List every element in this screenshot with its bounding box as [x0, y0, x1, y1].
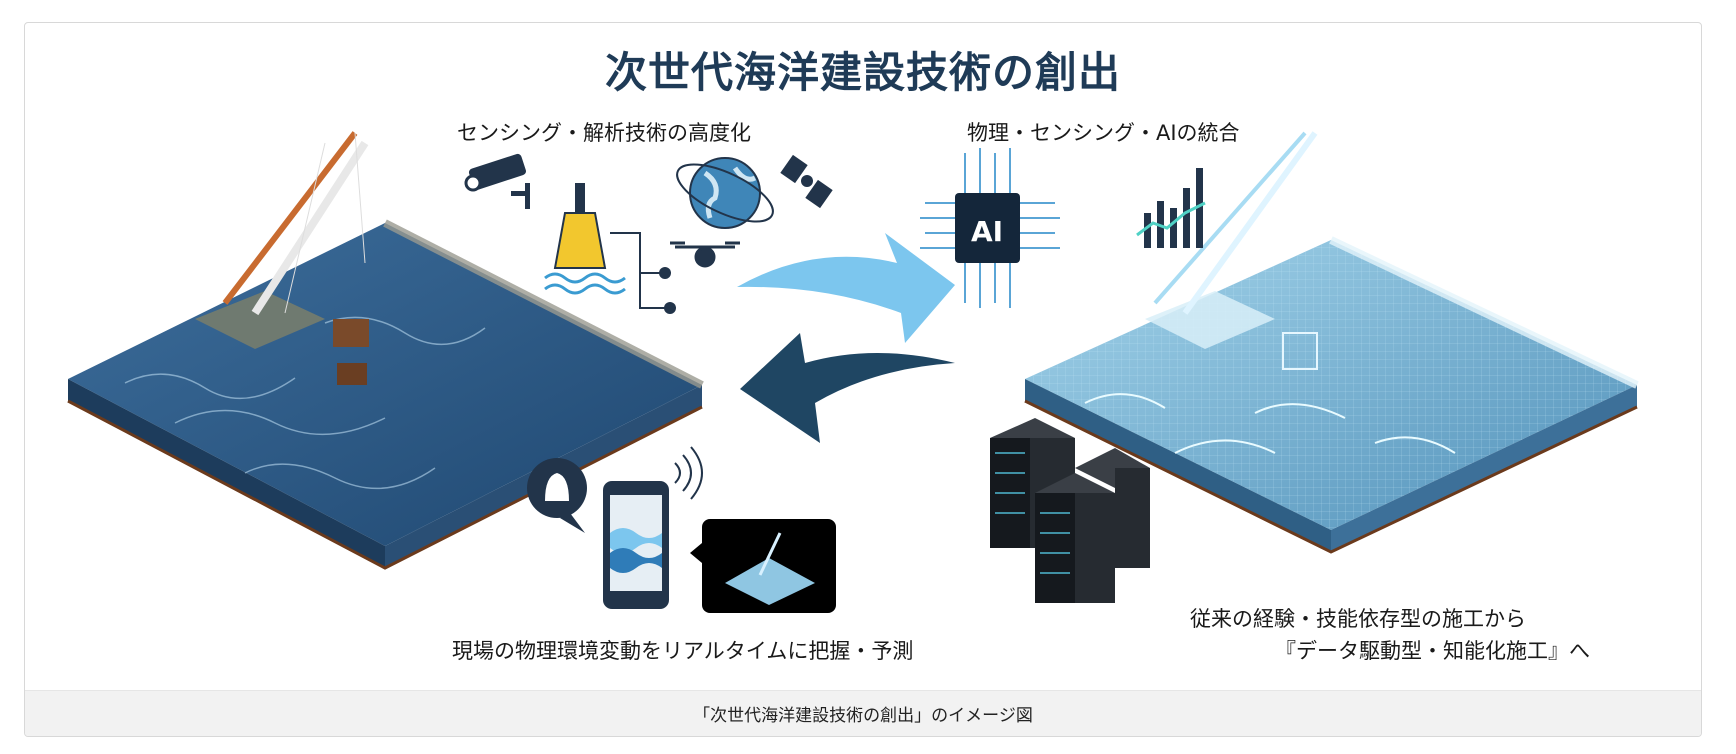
- server-rack-icon: [990, 418, 1150, 603]
- bell-icon: [527, 458, 587, 533]
- figure-title: 次世代海洋建設技術の創出: [604, 48, 1121, 97]
- left-heading: センシング・解析技術の高度化: [457, 121, 751, 145]
- bottom-right-line1: 従来の経験・技能依存型の施工から: [1190, 607, 1526, 631]
- digital-twin-sea-board: [1024, 131, 1639, 554]
- crane-icon: [222, 131, 369, 316]
- buoy-icon: [544, 183, 676, 314]
- bar-chart-icon: [1136, 168, 1206, 248]
- figure-frame: AI: [24, 22, 1702, 737]
- satellite-icon: [780, 154, 833, 209]
- ai-chip-label: AI: [971, 215, 1003, 248]
- right-heading: 物理・センシング・AIの統合: [967, 121, 1240, 145]
- camera-icon: [464, 153, 530, 209]
- smartphone-icon: [603, 446, 703, 609]
- forward-arrow: [737, 233, 955, 343]
- bottom-right-line2: 『データ駆動型・知能化施工』へ: [1275, 639, 1590, 663]
- ai-chip-icon: AI: [920, 148, 1060, 308]
- drone-icon: [670, 241, 740, 268]
- bottom-left-text: 現場の物理環境変動をリアルタイムに把握・予測: [452, 639, 914, 663]
- feedback-arrow: [740, 333, 955, 443]
- twin-preview-thumbnail: [690, 519, 836, 613]
- illustration: AI: [67, 131, 1639, 613]
- figure-caption: 「次世代海洋建設技術の創出」のイメージ図: [25, 690, 1701, 736]
- globe-icon: [676, 157, 774, 229]
